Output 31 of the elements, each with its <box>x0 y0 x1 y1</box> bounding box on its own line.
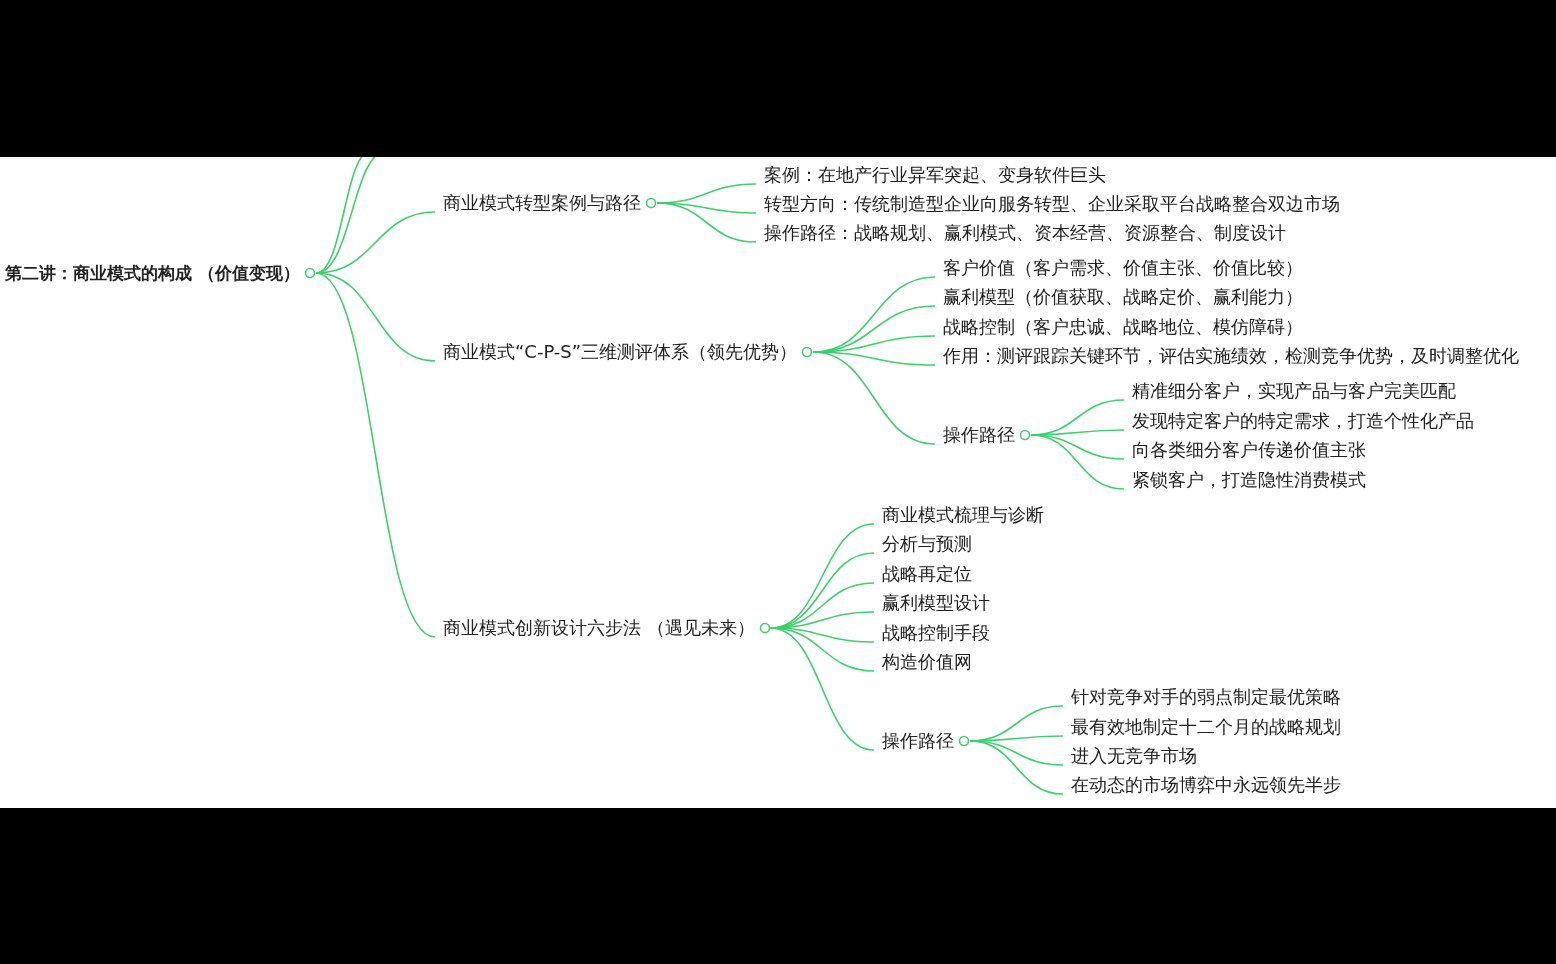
topic-label: 商业模式创新设计六步法 （遇见未来） <box>443 616 755 640</box>
topic-label: 分析与预测 <box>874 531 972 557</box>
topic-label: 向各类细分客户传递价值主张 <box>1124 437 1366 463</box>
topic-label: 战略再定位 <box>874 561 972 587</box>
topic-label: 商业模式“C-P-S”三维测评体系（领先优势） <box>443 340 798 364</box>
topic-label: 针对竞争对手的弱点制定最优策略 <box>1063 684 1341 710</box>
topic-label: 进入无竞争市场 <box>1063 743 1197 769</box>
topic-label: 转型方向：传统制造型企业向服务转型、企业采取平台战略整合双边市场 <box>756 191 1340 217</box>
topic-label: 案例：在地产行业异军突起、变身软件巨头 <box>756 162 1106 188</box>
topic-label: 构造价值网 <box>874 649 972 675</box>
topic-label: 商业模式梳理与诊断 <box>874 502 1044 528</box>
topic-label: 精准细分客户，实现产品与客户完美匹配 <box>1124 378 1456 404</box>
topic-label: 赢利模型设计 <box>874 590 990 616</box>
branch-connector <box>656 202 757 243</box>
topic-label: 紧锁客户，打造隐性消费模式 <box>1124 467 1366 493</box>
central-topic: 第二讲：商业模式的构成 （价值变现） <box>5 262 300 285</box>
topic-label: 操作路径 <box>882 729 954 753</box>
topic-label: 赢利模型（价值获取、战略定价、赢利能力） <box>935 284 1303 310</box>
branch-connector <box>769 627 875 751</box>
topic-label: 最有效地制定十二个月的战略规划 <box>1063 714 1341 740</box>
branch-connector <box>315 272 436 362</box>
topic-label: 操作路径：战略规划、赢利模式、资本经营、资源整合、制度设计 <box>756 220 1286 246</box>
topic-label: 在动态的市场博弈中永远领先半步 <box>1063 772 1341 798</box>
topic-label: 战略控制（客户忠诚、战略地位、模仿障碍） <box>935 314 1303 340</box>
topic-label: 客户价值（客户需求、价值主张、价值比较） <box>935 255 1303 281</box>
topic-label: 作用：测评跟踪关键环节，评估实施绩效，检测竞争优势，及时调整优化 <box>935 343 1519 369</box>
topic-label: 操作路径 <box>943 423 1015 447</box>
topic-label: 发现特定客户的特定需求，打造个性化产品 <box>1124 408 1474 434</box>
topic-label: 战略控制手段 <box>874 620 990 646</box>
topic-label: 商业模式转型案例与路径 <box>443 191 641 215</box>
branch-connector <box>315 272 436 638</box>
